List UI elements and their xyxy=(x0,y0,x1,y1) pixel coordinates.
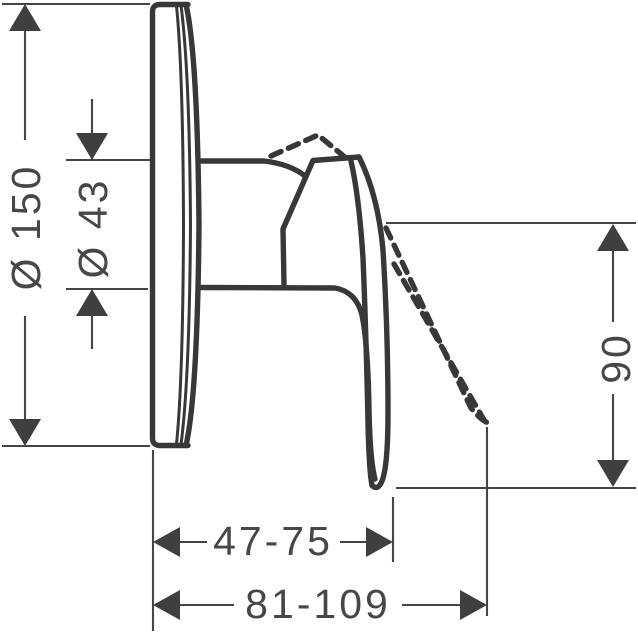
handle-cap-outline xyxy=(280,154,362,287)
dim-arrow-90-down xyxy=(597,460,629,487)
body-bottom-edge xyxy=(196,284,378,482)
handle-open-blade-upper-dashed xyxy=(383,225,490,426)
dimension-handle-height: 90 xyxy=(593,224,638,487)
handle-blade-outline xyxy=(348,154,391,491)
handle-open-cap-dashed xyxy=(268,132,349,161)
dim-label-cartridge-diameter: Ø 43 xyxy=(70,178,116,279)
dim-label-depth-range-max: 81-109 xyxy=(245,581,391,627)
body-top-edge xyxy=(196,158,308,179)
dim-label-handle-height: 90 xyxy=(593,332,638,384)
dim-label-plate-diameter: Ø 150 xyxy=(3,164,49,291)
dim-arrow-4775-right xyxy=(366,527,393,557)
dim-arrow-90-up xyxy=(597,224,629,251)
plate-back-and-rim xyxy=(149,1,191,449)
dim-arrow-150-up xyxy=(9,4,41,31)
valve-body xyxy=(196,158,378,482)
dim-arrow-4775-left xyxy=(153,527,180,557)
dimension-depth-range-max: 81-109 xyxy=(153,581,487,627)
dimension-depth-range-min: 47-75 xyxy=(153,518,393,564)
dim-arrow-81109-right xyxy=(460,590,487,620)
dimension-plate-diameter: Ø 150 xyxy=(3,4,49,446)
dim-arrow-150-down xyxy=(9,419,41,446)
handle-lever xyxy=(280,154,391,491)
dim-arrow-43-down xyxy=(76,133,108,160)
dim-arrow-81109-left xyxy=(153,590,180,620)
dim-label-depth-range-min: 47-75 xyxy=(213,518,333,564)
handle-open-blade-lower-dashed xyxy=(391,261,487,423)
dim-arrow-43-up xyxy=(76,289,108,316)
plate-face-ring-outer xyxy=(179,4,193,446)
dimension-cartridge-diameter: Ø 43 xyxy=(70,99,116,349)
handle-lever-open-dashed xyxy=(268,132,490,426)
escutcheon-plate xyxy=(149,1,202,449)
plate-face-ring-inner xyxy=(175,4,186,446)
plate-front-silhouette xyxy=(183,1,202,449)
